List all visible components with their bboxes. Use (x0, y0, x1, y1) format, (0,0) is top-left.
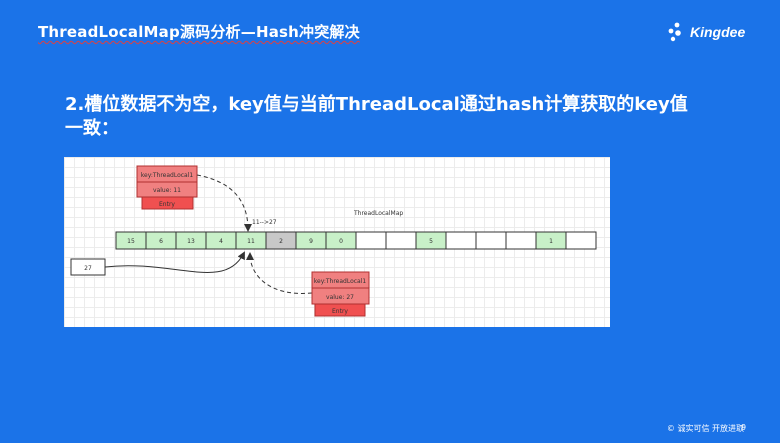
entry-top-footer: Entry (159, 201, 175, 208)
slot-value: 9 (309, 238, 313, 245)
slot-cell (445, 231, 477, 250)
solid-arrow-input (104, 251, 245, 273)
slot-value: 2 (279, 238, 283, 245)
slot-value: 4 (219, 238, 223, 245)
slot-cell (355, 231, 387, 250)
diagram-canvas: key:ThreadLocal1 value: 11 Entry 11-->27… (70, 165, 597, 317)
entry-bottom-value: value: 27 (326, 294, 354, 301)
entry-top: key:ThreadLocal1 value: 11 Entry (136, 165, 198, 210)
slot-value: 15 (127, 238, 135, 245)
page-number: 9 (741, 423, 747, 432)
slot-value: 6 (159, 238, 163, 245)
slot-value: 1 (549, 238, 553, 245)
input-value: 27 (84, 265, 92, 272)
slot-cell (475, 231, 507, 250)
slot-value: 5 (429, 238, 433, 245)
entry-bottom-footer: Entry (332, 308, 348, 315)
slot-value: 13 (187, 238, 195, 245)
entry-top-value: value: 11 (153, 187, 181, 194)
slide-heading: 2.槽位数据不为空，key值与当前ThreadLocal通过hash计算获取的k… (65, 94, 688, 139)
logo-text: Kingdee (690, 24, 746, 40)
entry-bottom-key: key:ThreadLocal1 (314, 278, 367, 285)
slot-cell (565, 231, 597, 250)
slot-cell (505, 231, 537, 250)
entry-bottom: key:ThreadLocal1 value: 27 Entry (311, 271, 370, 317)
dashed-arrow-top (196, 174, 252, 232)
dashed-arrow-bottom (246, 252, 313, 294)
entry-bottom-footer-cell (314, 303, 366, 317)
slot-value: 11 (247, 238, 255, 245)
entry-top-footer-cell (141, 196, 194, 210)
slots-row: 15 6 13 4 11 2 9 0 5 1 (115, 231, 597, 250)
map-label: ThreadLocalMap (353, 210, 403, 217)
entry-top-key: key:ThreadLocal1 (141, 172, 194, 179)
slide-title: ThreadLocalMap源码分析—Hash冲突解决 (38, 23, 360, 41)
footer-text: © 诚实可信 开放进取 (666, 424, 744, 433)
kingdee-logo: Kingdee (668, 22, 745, 42)
threadlocalmap-diagram: key:ThreadLocal1 value: 11 Entry 11-->27… (64, 157, 610, 327)
arrow-label: 11-->27 (252, 219, 277, 226)
slot-cell (385, 231, 417, 250)
kingdee-logo-icon (668, 22, 681, 42)
slot-value: 0 (339, 238, 343, 245)
